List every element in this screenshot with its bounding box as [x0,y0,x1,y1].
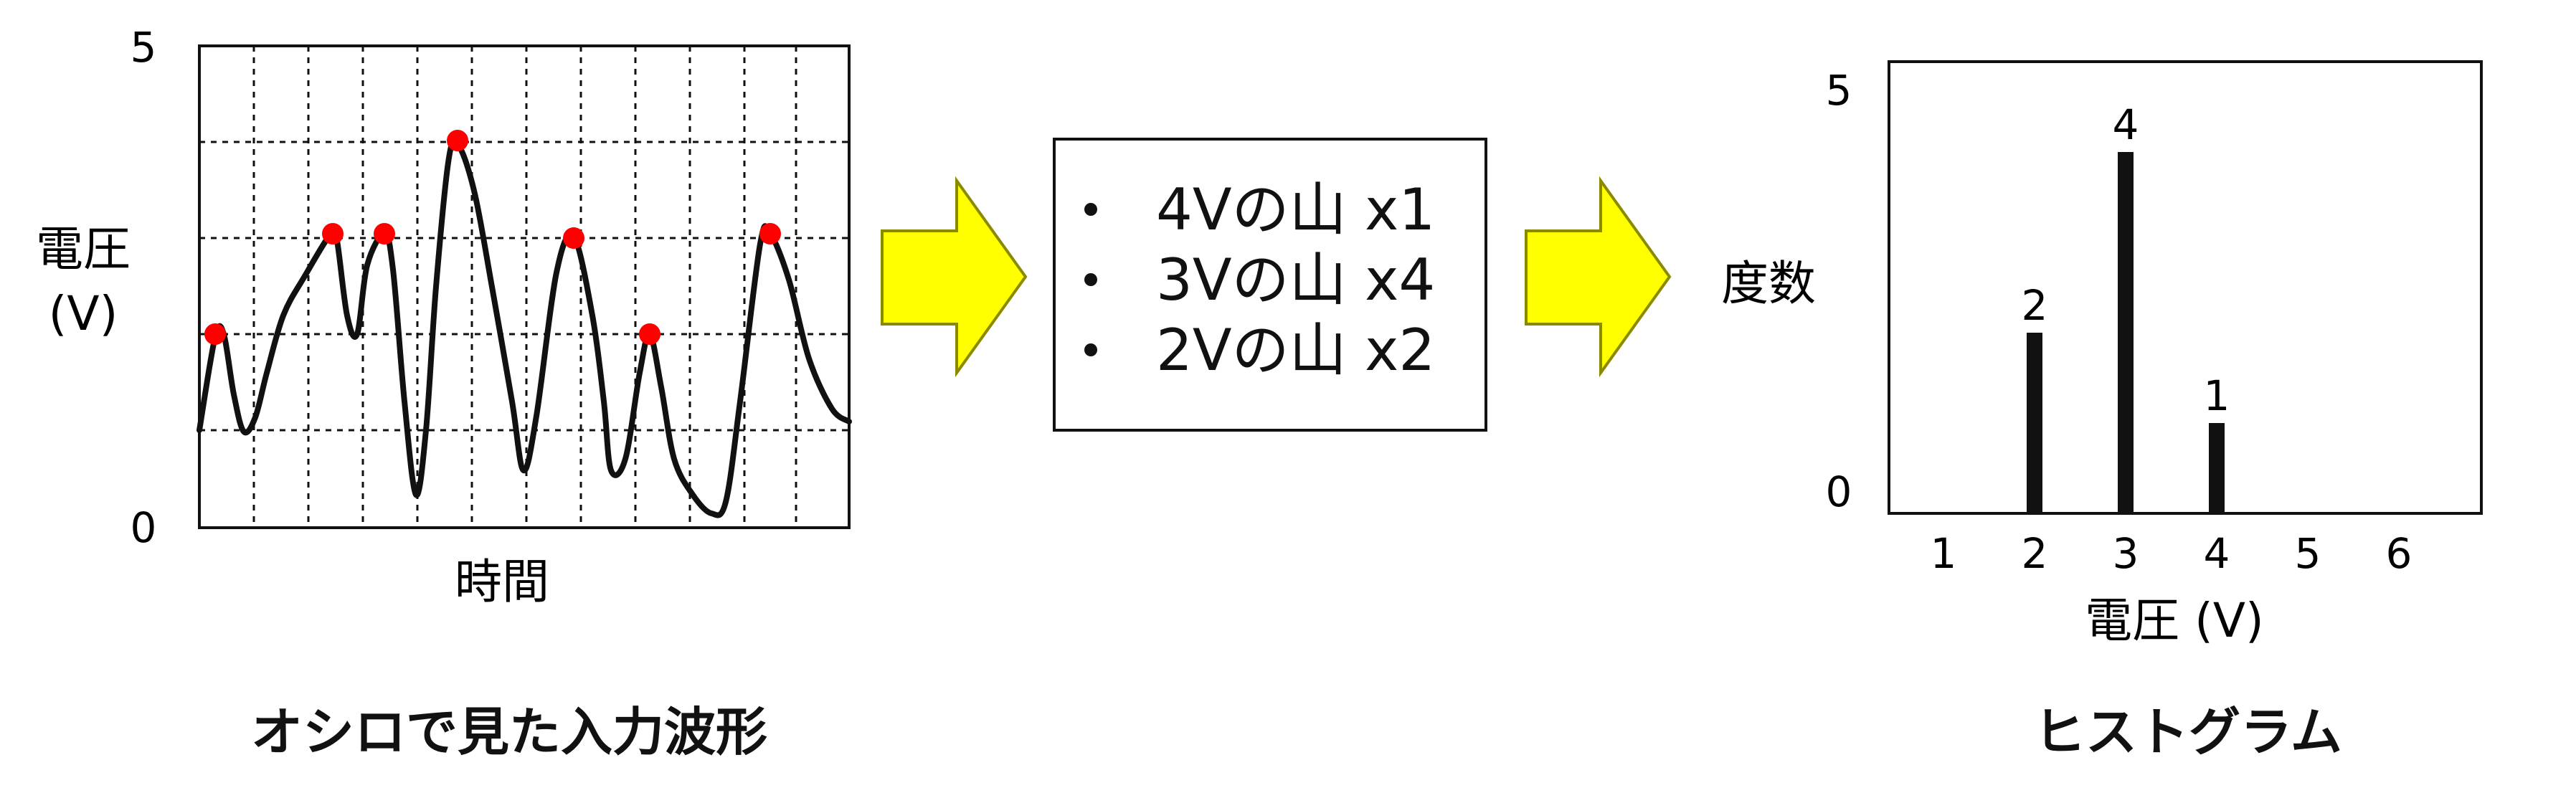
histogram-bar [2027,333,2042,513]
histogram-caption: ヒストグラム [2034,702,2342,762]
histogram-data-label: 2 [2022,281,2048,330]
histogram-y-tick-label: 0 [1826,467,1852,516]
histogram-y-tick-label: 5 [1826,66,1852,115]
waveform-y-min-label: 0 [131,503,157,552]
waveform-plot: 5 0 電圧 (V) 時間 [36,23,852,609]
list-item: 3Vの山 x4 [1084,245,1484,315]
histogram-data-labels: 2 4 1 [2022,100,2230,420]
peak-marker [204,323,226,345]
histogram-x-tick-label: 3 [2113,529,2139,578]
histogram-data-label: 1 [2204,371,2230,420]
histogram-x-axis-label: 電圧 (V) [2085,593,2264,648]
waveform-caption: オシロで見た入力波形 [251,702,768,762]
waveform-frame [198,44,851,529]
list-item: 4Vの山 x1 [1084,175,1484,245]
histogram-x-tick-label: 1 [1931,529,1957,578]
list-item: 2Vの山 x2 [1084,315,1484,386]
arrow-right-icon [1525,176,1672,378]
waveform-y-axis-label-line2: (V) [49,286,118,341]
histogram-bar [2209,423,2225,513]
arrow-right-icon [881,176,1028,378]
peak-marker [322,223,344,244]
peak-count-text: 4Vの山 x1 [1156,176,1436,243]
peak-marker [563,227,584,249]
peak-count-box: 4Vの山 x1 3Vの山 x4 2Vの山 x2 [1053,138,1487,432]
bullet-icon [1084,343,1097,357]
peak-count-text: 3Vの山 x4 [1156,247,1436,313]
peak-count-text: 2Vの山 x2 [1156,317,1436,384]
histogram-x-tick-labels: 1 2 3 4 5 6 [1931,529,2412,578]
histogram-y-axis-label: 度数 [1721,256,1816,311]
waveform-y-max-label: 5 [131,23,157,72]
histogram-data-label: 4 [2113,100,2139,149]
bullet-icon [1084,203,1097,217]
waveform-x-axis-label: 時間 [455,554,549,609]
waveform-peak-markers [204,130,781,345]
peak-count-list: 4Vの山 x1 3Vの山 x4 2Vの山 x2 [1056,141,1484,386]
histogram-x-tick-label: 4 [2204,529,2230,578]
histogram-plot: 5 0 度数 電圧 (V) 1 2 3 4 5 6 2 4 1 [1721,60,2483,648]
histogram-bars [2027,152,2225,513]
waveform-trace [196,138,852,518]
histogram-x-tick-label: 6 [2386,529,2412,578]
bullet-icon [1084,273,1097,287]
histogram-x-tick-label: 5 [2295,529,2321,578]
histogram-frame [1888,60,2483,515]
histogram-bar [2118,152,2134,513]
peak-marker [447,130,468,151]
histogram-x-tick-label: 2 [2022,529,2048,578]
waveform-grid [199,46,849,528]
peak-marker [759,223,781,244]
peak-marker [374,223,395,244]
peak-marker [639,323,660,345]
waveform-y-axis-label-line1: 電圧 [36,222,131,277]
